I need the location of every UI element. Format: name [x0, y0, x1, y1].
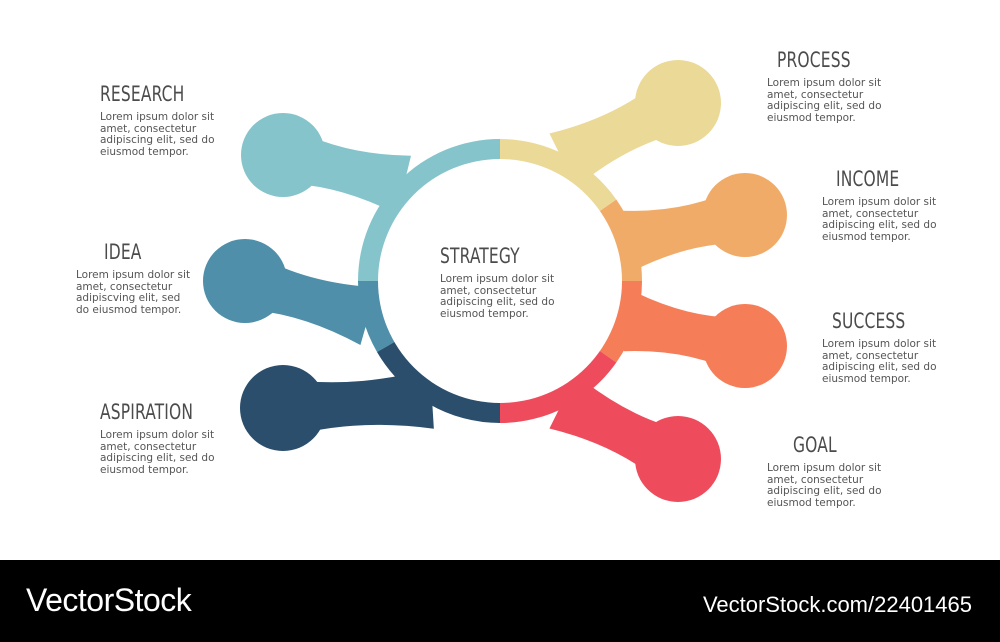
petal-aspiration — [240, 341, 500, 451]
petal-income — [598, 173, 787, 281]
goal-title: GOAL — [793, 433, 837, 457]
petal-blob-idea — [203, 239, 287, 323]
label-goal: GOAL Lorem ipsum dolor sit amet, consect… — [767, 433, 887, 509]
process-title: PROCESS — [777, 48, 851, 72]
aspiration-title: ASPIRATION — [100, 400, 194, 424]
success-title: SUCCESS — [832, 309, 906, 333]
aspiration-text: Lorem ipsum dolor sit amet, consectetur … — [100, 429, 215, 476]
center-label: STRATEGY Lorem ipsum dolor sit amet, con… — [440, 244, 570, 320]
income-text: Lorem ipsum dolor sit amet, consectetur … — [822, 196, 937, 243]
research-text: Lorem ipsum dolor sit amet, consectetur … — [100, 111, 215, 158]
ring-segment-income — [598, 199, 642, 281]
watermark-bar — [0, 560, 1000, 642]
idea-title: IDEA — [104, 240, 142, 264]
petal-blob-success — [703, 304, 787, 388]
label-aspiration: ASPIRATION Lorem ipsum dolor sit amet, c… — [100, 400, 220, 476]
label-process: PROCESS Lorem ipsum dolor sit amet, cons… — [767, 48, 887, 124]
success-text: Lorem ipsum dolor sit amet, consectetur … — [822, 338, 937, 385]
label-research: RESEARCH Lorem ipsum dolor sit amet, con… — [100, 82, 220, 158]
petal-blob-aspiration — [240, 365, 326, 451]
label-idea: IDEA Lorem ipsum dolor sit amet, consect… — [76, 240, 196, 316]
petal-research — [241, 113, 500, 281]
research-title: RESEARCH — [100, 82, 185, 106]
center-text: Lorem ipsum dolor sit amet, consectetur … — [440, 273, 555, 320]
petal-idea — [203, 239, 397, 352]
income-title: INCOME — [836, 167, 900, 191]
metaball-diagram — [203, 60, 787, 502]
watermark-brand: VectorStock — [26, 582, 192, 618]
ring-segment-success — [598, 281, 642, 363]
petal-blob-income — [703, 173, 787, 257]
ring-segment-research — [358, 139, 500, 281]
petal-blob-research — [241, 113, 325, 197]
petal-blob-goal — [635, 416, 721, 502]
center-circle — [378, 159, 622, 403]
idea-text: Lorem ipsum dolor sit amet, consectetur … — [76, 269, 191, 316]
label-income: INCOME Lorem ipsum dolor sit amet, conse… — [822, 167, 942, 243]
goal-text: Lorem ipsum dolor sit amet, consectetur … — [767, 462, 882, 509]
center-title: STRATEGY — [440, 244, 520, 268]
watermark-reference: VectorStock.com/22401465 — [702, 592, 972, 617]
label-success: SUCCESS Lorem ipsum dolor sit amet, cons… — [822, 309, 942, 385]
process-text: Lorem ipsum dolor sit amet, consectetur … — [767, 77, 882, 124]
petal-blob-process — [635, 60, 721, 146]
ring-segment-aspiration — [377, 341, 500, 423]
petal-success — [598, 281, 787, 388]
